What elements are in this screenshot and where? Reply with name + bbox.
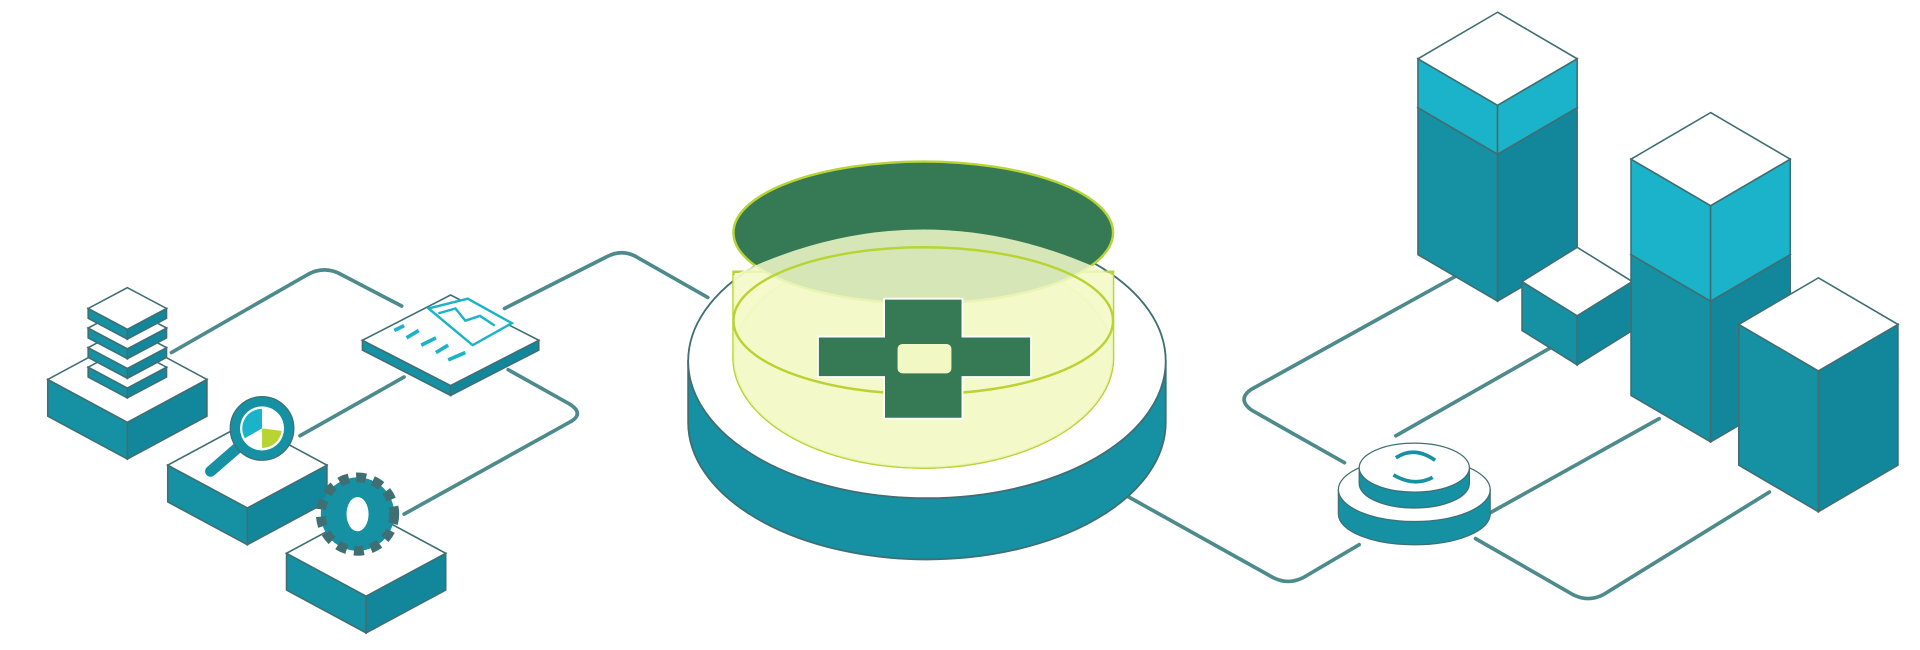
connector-line: [169, 268, 404, 355]
connection-lines: [169, 250, 1772, 601]
tower-2-top-top-face: [1629, 111, 1792, 207]
sync-disk: [1337, 442, 1491, 546]
tower-small: [1520, 246, 1634, 367]
connector-line: [298, 375, 406, 438]
server-layer-top-face: [86, 286, 169, 331]
connector-line: [1473, 490, 1772, 601]
glass-cylinder: [732, 160, 1115, 469]
sync-icon: [1392, 450, 1437, 484]
isometric-blocks: [46, 11, 1900, 635]
connector-line: [502, 250, 710, 311]
connector-line: [1242, 273, 1459, 465]
tower-1-top-top-face: [1416, 11, 1579, 107]
tower-1-top: [1416, 11, 1579, 156]
connector-line: [402, 367, 580, 516]
magnifier-chart-icon: [205, 395, 295, 477]
document-chart-icon: [393, 297, 515, 362]
tower-small-top-face: [1520, 246, 1634, 317]
tower-2-top: [1629, 111, 1792, 303]
tower-3: [1737, 276, 1900, 514]
connector-line: [1485, 416, 1662, 516]
tower-3-top-face: [1737, 276, 1900, 372]
connector-line: [1124, 493, 1362, 584]
gear-icon: [315, 472, 400, 556]
connector-line: [1394, 343, 1557, 438]
cross-center: [897, 343, 952, 374]
server-layer: [86, 286, 169, 341]
